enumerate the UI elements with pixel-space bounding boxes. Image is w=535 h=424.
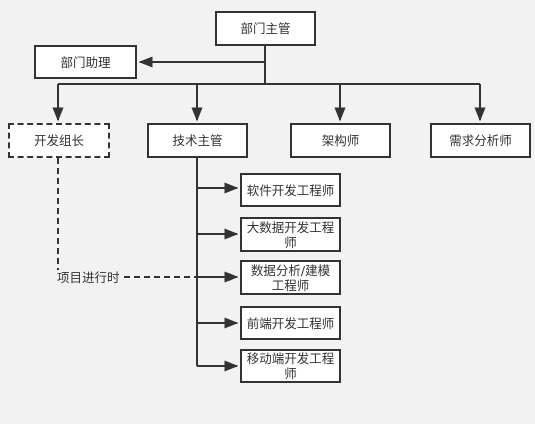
node-requirements-analyst: 需求分析师 bbox=[430, 123, 531, 158]
node-dev-lead-label: 开发组长 bbox=[33, 133, 84, 148]
dashed-link-arrowhead bbox=[229, 273, 237, 281]
node-department-assistant-label: 部门助理 bbox=[60, 54, 111, 70]
node-software-engineer: 软件开发工程师 bbox=[240, 173, 341, 207]
node-department-head-label: 部门主管 bbox=[240, 21, 291, 36]
dashed-link-label: 项目进行时 bbox=[57, 270, 120, 285]
node-bigdata-engineer: 大数据开发工程师 bbox=[240, 217, 341, 252]
node-department-assistant: 部门助理 bbox=[34, 45, 137, 79]
node-data-analyst-label: 数据分析/建模工程师 bbox=[250, 262, 331, 293]
node-tech-lead: 技术主管 bbox=[147, 123, 248, 158]
node-department-head: 部门主管 bbox=[215, 11, 316, 46]
node-mobile-engineer: 移动端开发工程师 bbox=[240, 349, 341, 383]
node-mobile-engineer-label: 移动端开发工程师 bbox=[246, 351, 335, 381]
node-architect-label: 架构师 bbox=[321, 133, 360, 148]
node-bigdata-engineer-label: 大数据开发工程师 bbox=[246, 219, 335, 250]
node-frontend-engineer: 前端开发工程师 bbox=[240, 306, 341, 340]
node-architect: 架构师 bbox=[290, 123, 391, 158]
node-data-analyst: 数据分析/建模工程师 bbox=[240, 260, 341, 295]
node-requirements-analyst-label: 需求分析师 bbox=[449, 133, 512, 148]
node-frontend-engineer-label: 前端开发工程师 bbox=[246, 315, 335, 331]
node-tech-lead-label: 技术主管 bbox=[172, 133, 223, 148]
node-dev-lead: 开发组长 bbox=[8, 123, 110, 158]
node-software-engineer-label: 软件开发工程师 bbox=[246, 182, 335, 198]
